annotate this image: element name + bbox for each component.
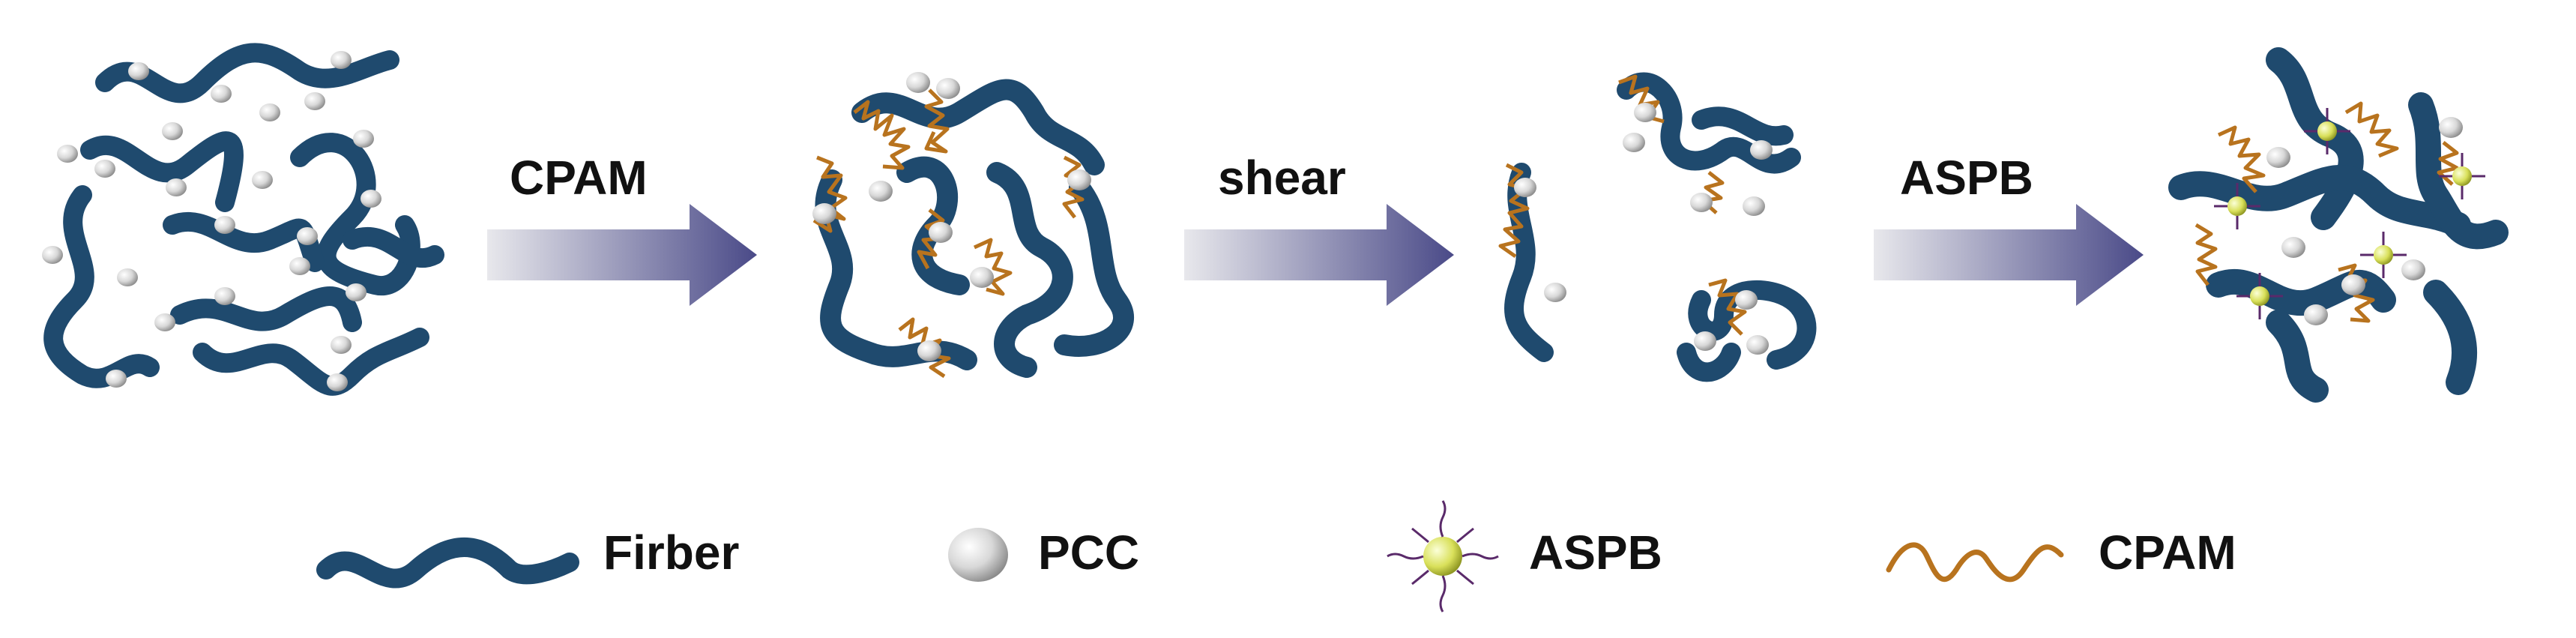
pcc-particle-icon: [948, 528, 1008, 582]
cpam-chain-icon: [1886, 542, 2064, 583]
legend: [316, 500, 2064, 613]
fiber-strand: [95, 43, 399, 103]
pcc-particles: [812, 72, 1091, 361]
fiber-strand: [1677, 343, 1741, 382]
fiber-strand: [851, 79, 1105, 175]
fiber-strand: [343, 226, 444, 268]
pcc-particles: [1514, 103, 1773, 355]
fiber-strand: [80, 131, 244, 212]
fiber-strand: [163, 211, 325, 272]
fiber-strand: [986, 162, 1073, 378]
pcc-particles: [42, 51, 381, 391]
stage-aspb-network: [2168, 47, 2509, 403]
fiber-strand: [290, 133, 420, 296]
aspb-particle-icon: [1387, 500, 1499, 613]
legend-label-fiber: Firber: [603, 526, 740, 580]
step-label-aspb: ASPB: [1900, 151, 2033, 205]
fiber-strand: [2408, 92, 2509, 250]
fiber-strand: [2266, 310, 2329, 403]
fiber-strand: [170, 286, 362, 332]
legend-label-cpam: CPAM: [2099, 526, 2236, 580]
stage-cpam-floc: [812, 72, 1134, 379]
cpam-chains: [2195, 101, 2459, 323]
aspb-particles: [2214, 108, 2485, 319]
fiber-strand: [1504, 163, 1554, 362]
fiber-strand: [1054, 177, 1134, 357]
process-arrow: [1874, 204, 2144, 306]
step-label-cpam: CPAM: [510, 151, 648, 205]
step-label-shear: shear: [1218, 151, 1346, 205]
fiber-strand: [2168, 165, 2471, 238]
stage-sheared-fragments: [1498, 72, 1817, 382]
pcc-particles: [2266, 117, 2463, 325]
fiber-strand: [193, 328, 429, 396]
process-arrow: [1184, 204, 1454, 306]
legend-label-aspb: ASPB: [1529, 526, 1662, 580]
stage-dispersed-suspension: [42, 43, 444, 396]
legend-label-pcc: PCC: [1038, 526, 1140, 580]
process-arrow: [487, 204, 757, 306]
fiber-icon: [316, 538, 579, 589]
fiber-strand: [2423, 280, 2477, 395]
fiber-strand: [1692, 106, 1794, 146]
fiber-strand: [43, 185, 160, 388]
